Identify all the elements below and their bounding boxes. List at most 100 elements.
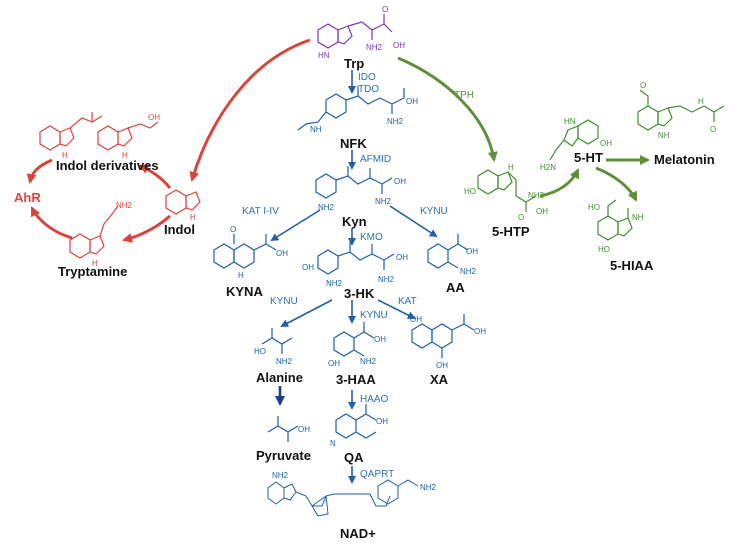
label-ahr: AhR (14, 190, 41, 205)
xa-structure: OH OH OH (410, 314, 486, 370)
svg-text:NH2: NH2 (375, 197, 392, 206)
svg-text:OH: OH (148, 113, 160, 122)
svg-text:NH: NH (632, 213, 644, 222)
svg-text:NH2: NH2 (378, 275, 395, 284)
enzyme-kat-i-iv: KAT I-IV (242, 206, 279, 217)
label-3hk: 3-HK (344, 286, 375, 301)
svg-text:NH2: NH2 (360, 357, 377, 366)
label-pyruvate: Pyruvate (256, 448, 311, 463)
arrow-derivatives-ahr (26, 158, 53, 184)
label-melatonin: Melatonin (654, 152, 715, 167)
svg-text:O: O (518, 213, 524, 222)
arrow-kyn-kyna (270, 209, 321, 242)
tryptamine-structure: NH2 H (69, 201, 133, 268)
label-kyna: KYNA (226, 284, 263, 299)
label-nfk: NFK (340, 136, 367, 151)
svg-text:OH: OH (406, 97, 418, 106)
kynurenine-arrows (270, 70, 438, 484)
kyna-structure: O H OH (213, 225, 288, 280)
svg-text:H: H (190, 213, 196, 222)
enzyme-kynu-aa: KYNU (420, 206, 448, 217)
enzyme-kat-xa: KAT (398, 296, 417, 307)
htp5-structure: HO H O OH NH2 (464, 163, 548, 222)
svg-text:NH2: NH2 (366, 43, 383, 52)
enzyme-tdo: TDO (358, 84, 379, 95)
svg-text:H: H (92, 259, 98, 268)
svg-text:NH2: NH2 (528, 191, 545, 200)
svg-text:NH2: NH2 (318, 203, 335, 212)
svg-text:H: H (508, 163, 514, 172)
svg-text:NH2: NH2 (116, 201, 133, 210)
label-5htp: 5-HTP (492, 224, 530, 239)
svg-text:OH: OH (376, 417, 388, 426)
arrow-indol-tryptamine (122, 214, 171, 243)
svg-text:OH: OH (536, 207, 548, 216)
label-5hiaa: 5-HIAA (610, 258, 654, 273)
arrow-kyn-aa (389, 205, 438, 238)
svg-text:HO: HO (254, 347, 266, 356)
enzyme-qaprt: QAPRT (360, 469, 394, 480)
label-5ht: 5-HT (574, 150, 603, 165)
label-alanine: Alanine (256, 370, 303, 385)
haa3-structure: OH NH2 OH (328, 322, 386, 368)
svg-text:H: H (122, 151, 128, 160)
svg-text:NH2: NH2 (326, 279, 343, 288)
kyn-structure: NH2 NH2 OH (315, 166, 406, 212)
hk3-structure: OH NH2 NH2 OH (302, 242, 408, 288)
hiaa5-structure: HO NH HO (588, 199, 644, 254)
svg-text:O: O (640, 81, 646, 90)
arrow-3hk-xa (377, 299, 416, 319)
label-trp: Trp (344, 56, 364, 71)
label-tryptamine: Tryptamine (58, 264, 127, 279)
serotonin-arrows (397, 56, 650, 202)
nad-structure: NH2 NH2 (267, 471, 437, 517)
svg-text:OH: OH (374, 335, 386, 344)
enzyme-kynu-alanine: KYNU (270, 296, 298, 307)
enzyme-haao: HAAO (360, 394, 389, 405)
enzyme-kmo: KMO (360, 232, 383, 243)
melatonin-structure: NH H O O (637, 81, 725, 140)
qa-structure: N OH (330, 404, 388, 448)
label-aa: AA (446, 280, 465, 295)
svg-text:OH: OH (393, 41, 405, 50)
svg-text:NH2: NH2 (272, 471, 289, 480)
svg-text:OH: OH (474, 327, 486, 336)
svg-text:N: N (330, 439, 336, 448)
svg-text:O: O (382, 5, 388, 14)
enzyme-tph: TPH (454, 90, 474, 101)
svg-text:H: H (62, 151, 68, 160)
enzyme-kynu-haa: KYNU (360, 310, 388, 321)
svg-text:NH: NH (658, 131, 670, 140)
svg-text:HO: HO (464, 187, 476, 196)
svg-text:NH2: NH2 (460, 267, 477, 276)
svg-text:OH: OH (276, 249, 288, 258)
label-qa: QA (344, 450, 364, 465)
svg-text:OH: OH (302, 263, 314, 272)
label-nad: NAD+ (340, 526, 376, 541)
aa-structure: NH2 OH (427, 234, 478, 276)
arrow-5ht-5hiaa (595, 166, 638, 202)
nfk-structure: NH NH2 OH (297, 86, 418, 134)
svg-text:O: O (710, 125, 716, 134)
indole-arrows (26, 38, 311, 243)
svg-text:OH: OH (396, 253, 408, 262)
arrow-tryptamine-ahr (30, 206, 73, 240)
label-3haa: 3-HAA (336, 372, 376, 387)
svg-text:H: H (698, 97, 704, 106)
svg-text:OH: OH (394, 177, 406, 186)
svg-text:O: O (230, 225, 236, 234)
svg-text:OH: OH (600, 139, 612, 148)
svg-text:HN: HN (318, 51, 330, 60)
svg-text:OH: OH (298, 425, 310, 434)
alanine-structure: HO NH2 (254, 328, 293, 366)
trp-structure: HN O OH NH2 (317, 5, 405, 60)
label-indol: Indol (164, 222, 195, 237)
arrow-5htp-5ht (539, 168, 580, 198)
indol-structure: H (165, 189, 201, 222)
label-kyn: Kyn (342, 214, 367, 229)
svg-text:H2N: H2N (540, 163, 556, 172)
svg-text:HO: HO (598, 245, 610, 254)
arrow-trp-5htp (397, 56, 498, 162)
